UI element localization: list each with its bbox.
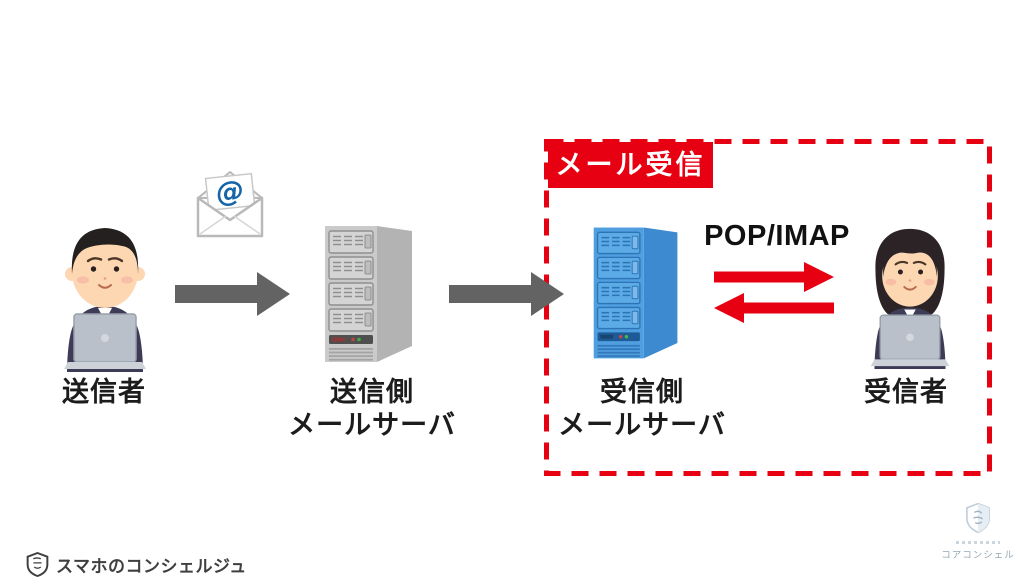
at-symbol: @ [214, 174, 245, 210]
protocol-label: POP/IMAP [704, 220, 850, 252]
brand-shield-icon [26, 551, 49, 578]
core-concier-shield-icon [966, 502, 990, 534]
receiver-label: 受信者 [864, 377, 948, 407]
receiving-server-label-line1: 受信側 [600, 377, 684, 407]
bottom-left-brand: スマホのコンシェルジュ [26, 551, 247, 578]
sending-mail-server-illustration [325, 226, 412, 362]
receiver-person-illustration [870, 228, 950, 369]
reception-zone-title: メール受信 [548, 142, 713, 188]
receiving-server-label-line2: メールサーバ [558, 410, 726, 440]
sending-server-label-line2: メールサーバ [288, 410, 456, 440]
sending-server-label: 送信側 メールサーバ [282, 376, 462, 442]
core-concier-tagline [956, 541, 1000, 544]
receiving-server-label: 受信側 メールサーバ [552, 376, 732, 442]
request-arrow-left [714, 293, 834, 323]
bottom-right-brand: コアコンシェル [941, 502, 1014, 561]
bottom-left-brand-text: スマホのコンシェルジュ [56, 557, 247, 576]
send-flow-arrow-1 [175, 272, 290, 316]
send-flow-arrow-2 [449, 272, 564, 316]
download-arrow-right [714, 262, 834, 292]
receiving-mail-server-illustration [593, 227, 678, 359]
bottom-right-brand-text: コアコンシェル [941, 550, 1015, 561]
sender-person-illustration [64, 228, 146, 372]
reception-zone-dashed-border [544, 139, 992, 476]
sending-server-label-line1: 送信側 [330, 377, 414, 407]
sender-label: 送信者 [62, 377, 146, 407]
email-envelope-icon: @ [196, 171, 264, 238]
